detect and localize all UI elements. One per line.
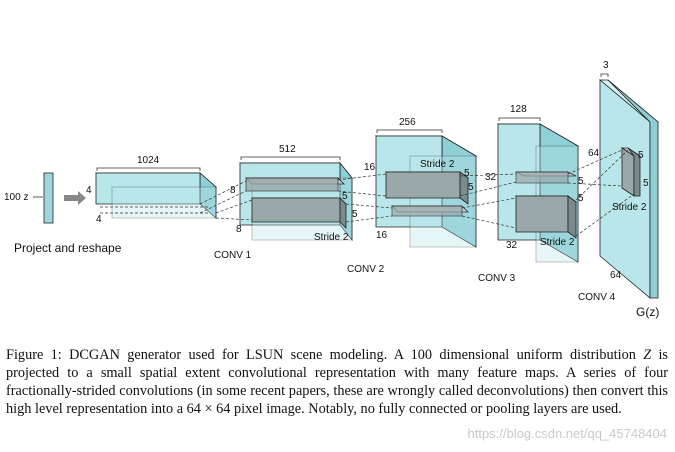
block1-width-label: 1024 xyxy=(137,155,160,166)
projection-lines xyxy=(199,149,635,237)
block-project xyxy=(94,172,218,219)
input-z-label: 100 z xyxy=(4,192,28,203)
block3-depth-bottom-label: 16 xyxy=(376,230,388,241)
block2-depth-bottom-label: 8 xyxy=(236,224,242,235)
dcgan-architecture-figure: 100 z Project and reshape 1024 4 4 512 8… xyxy=(4,60,660,319)
block-conv2 xyxy=(374,135,478,248)
output-gz-label: G(z) xyxy=(636,305,659,319)
brace-1024 xyxy=(96,167,201,171)
block4-width-label: 128 xyxy=(510,104,527,115)
block4-kernel-bottom-label: 5 xyxy=(578,193,584,204)
block5-stride-label: Stride 2 xyxy=(612,202,647,213)
block5-height-top-label: 64 xyxy=(588,148,600,159)
block3-kernel-top-label: 5 xyxy=(464,168,470,179)
conv1-label: CONV 1 xyxy=(214,250,252,261)
block4-depth-top-label: 32 xyxy=(485,172,497,183)
brace-512 xyxy=(240,156,341,160)
project-arrow-icon xyxy=(64,191,86,205)
block3-width-label: 256 xyxy=(399,117,416,128)
block5-kernel-bottom-label: 5 xyxy=(643,178,649,189)
block2-stride-label: Stride 2 xyxy=(314,232,349,243)
block1-depth-label: 4 xyxy=(96,214,102,225)
block3-stride-label: Stride 2 xyxy=(420,159,455,170)
conv4-label: CONV 4 xyxy=(578,292,616,303)
conv2-label: CONV 2 xyxy=(347,264,385,275)
block4-stride-label: Stride 2 xyxy=(540,237,575,248)
input-z-vector xyxy=(43,172,54,224)
block4-kernel-top-label: 5 xyxy=(578,176,584,187)
project-reshape-label: Project and reshape xyxy=(14,241,122,255)
block5-height-bottom-label: 64 xyxy=(610,270,622,281)
block-conv4 xyxy=(598,79,660,299)
block5-depth-label: 3 xyxy=(603,60,609,71)
block2-kernel-top-label: 5 xyxy=(342,191,348,202)
block-conv3 xyxy=(496,123,580,263)
block5-kernel-top-label: 5 xyxy=(638,150,644,161)
block2-width-label: 512 xyxy=(279,144,296,155)
figure-caption: Figure 1: DCGAN generator used for LSUN … xyxy=(6,347,668,417)
block2-depth-top-label: 8 xyxy=(230,185,236,196)
block1-height-label: 4 xyxy=(86,185,92,196)
block3-depth-top-label: 16 xyxy=(364,162,376,173)
block4-depth-bottom-label: 32 xyxy=(506,240,518,251)
brace-128 xyxy=(498,117,541,121)
brace-256 xyxy=(376,129,443,133)
block3-kernel-bottom-label: 5 xyxy=(468,182,474,193)
brace-3 xyxy=(600,73,609,77)
block-conv1 xyxy=(239,161,353,242)
block2-kernel-bottom-label: 5 xyxy=(352,209,358,220)
watermark-url: https://blog.csdn.net/qq_45748404 xyxy=(467,426,668,441)
conv3-label: CONV 3 xyxy=(478,273,516,284)
